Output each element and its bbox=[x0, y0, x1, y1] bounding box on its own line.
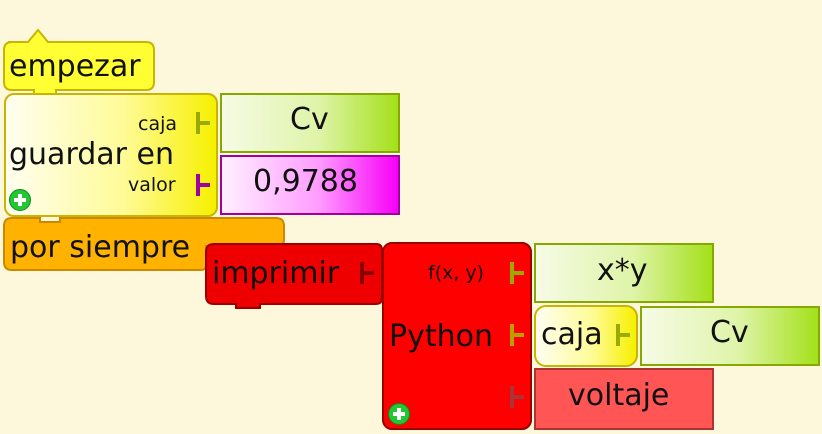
variable-block-voltaje-label: voltaje bbox=[568, 378, 670, 413]
python-expr-socket bbox=[510, 262, 524, 284]
python-add-argument-icon[interactable] bbox=[388, 403, 410, 425]
string-block-cv-value: Cv bbox=[290, 102, 329, 137]
python-block-label: Python bbox=[389, 319, 493, 354]
number-block-value: 0,9788 bbox=[253, 164, 358, 199]
start-block-label: empezar bbox=[9, 49, 141, 84]
store-box-socket bbox=[196, 112, 210, 134]
box-block[interactable] bbox=[534, 305, 638, 367]
python-block[interactable] bbox=[382, 242, 532, 430]
store-box-label: caja bbox=[138, 113, 178, 135]
box-block-socket bbox=[616, 324, 630, 346]
forever-block-label: por siempre bbox=[10, 230, 191, 265]
store-block-label: guardar en bbox=[9, 137, 175, 172]
number-block[interactable] bbox=[220, 155, 400, 215]
python-var-socket bbox=[510, 386, 524, 408]
print-block[interactable] bbox=[204, 242, 384, 312]
store-value-socket bbox=[196, 174, 210, 196]
python-box-socket bbox=[510, 324, 524, 346]
string-block-expr-value: x*y bbox=[597, 253, 648, 288]
start-block[interactable] bbox=[0, 26, 162, 98]
string-block-cv-nested-value: Cv bbox=[710, 315, 749, 350]
store-block[interactable] bbox=[4, 93, 218, 217]
store-value-label: valor bbox=[128, 174, 176, 196]
box-block-label: caja bbox=[541, 317, 603, 352]
string-block-cv[interactable] bbox=[220, 93, 400, 153]
string-block-cv-nested[interactable] bbox=[640, 306, 820, 366]
string-block-expr[interactable] bbox=[534, 243, 714, 303]
variable-block-voltaje[interactable] bbox=[534, 368, 714, 430]
add-argument-icon[interactable] bbox=[9, 189, 31, 211]
print-socket bbox=[360, 262, 374, 284]
python-f-label: f(x, y) bbox=[428, 262, 485, 284]
print-block-label: imprimir bbox=[212, 256, 340, 291]
